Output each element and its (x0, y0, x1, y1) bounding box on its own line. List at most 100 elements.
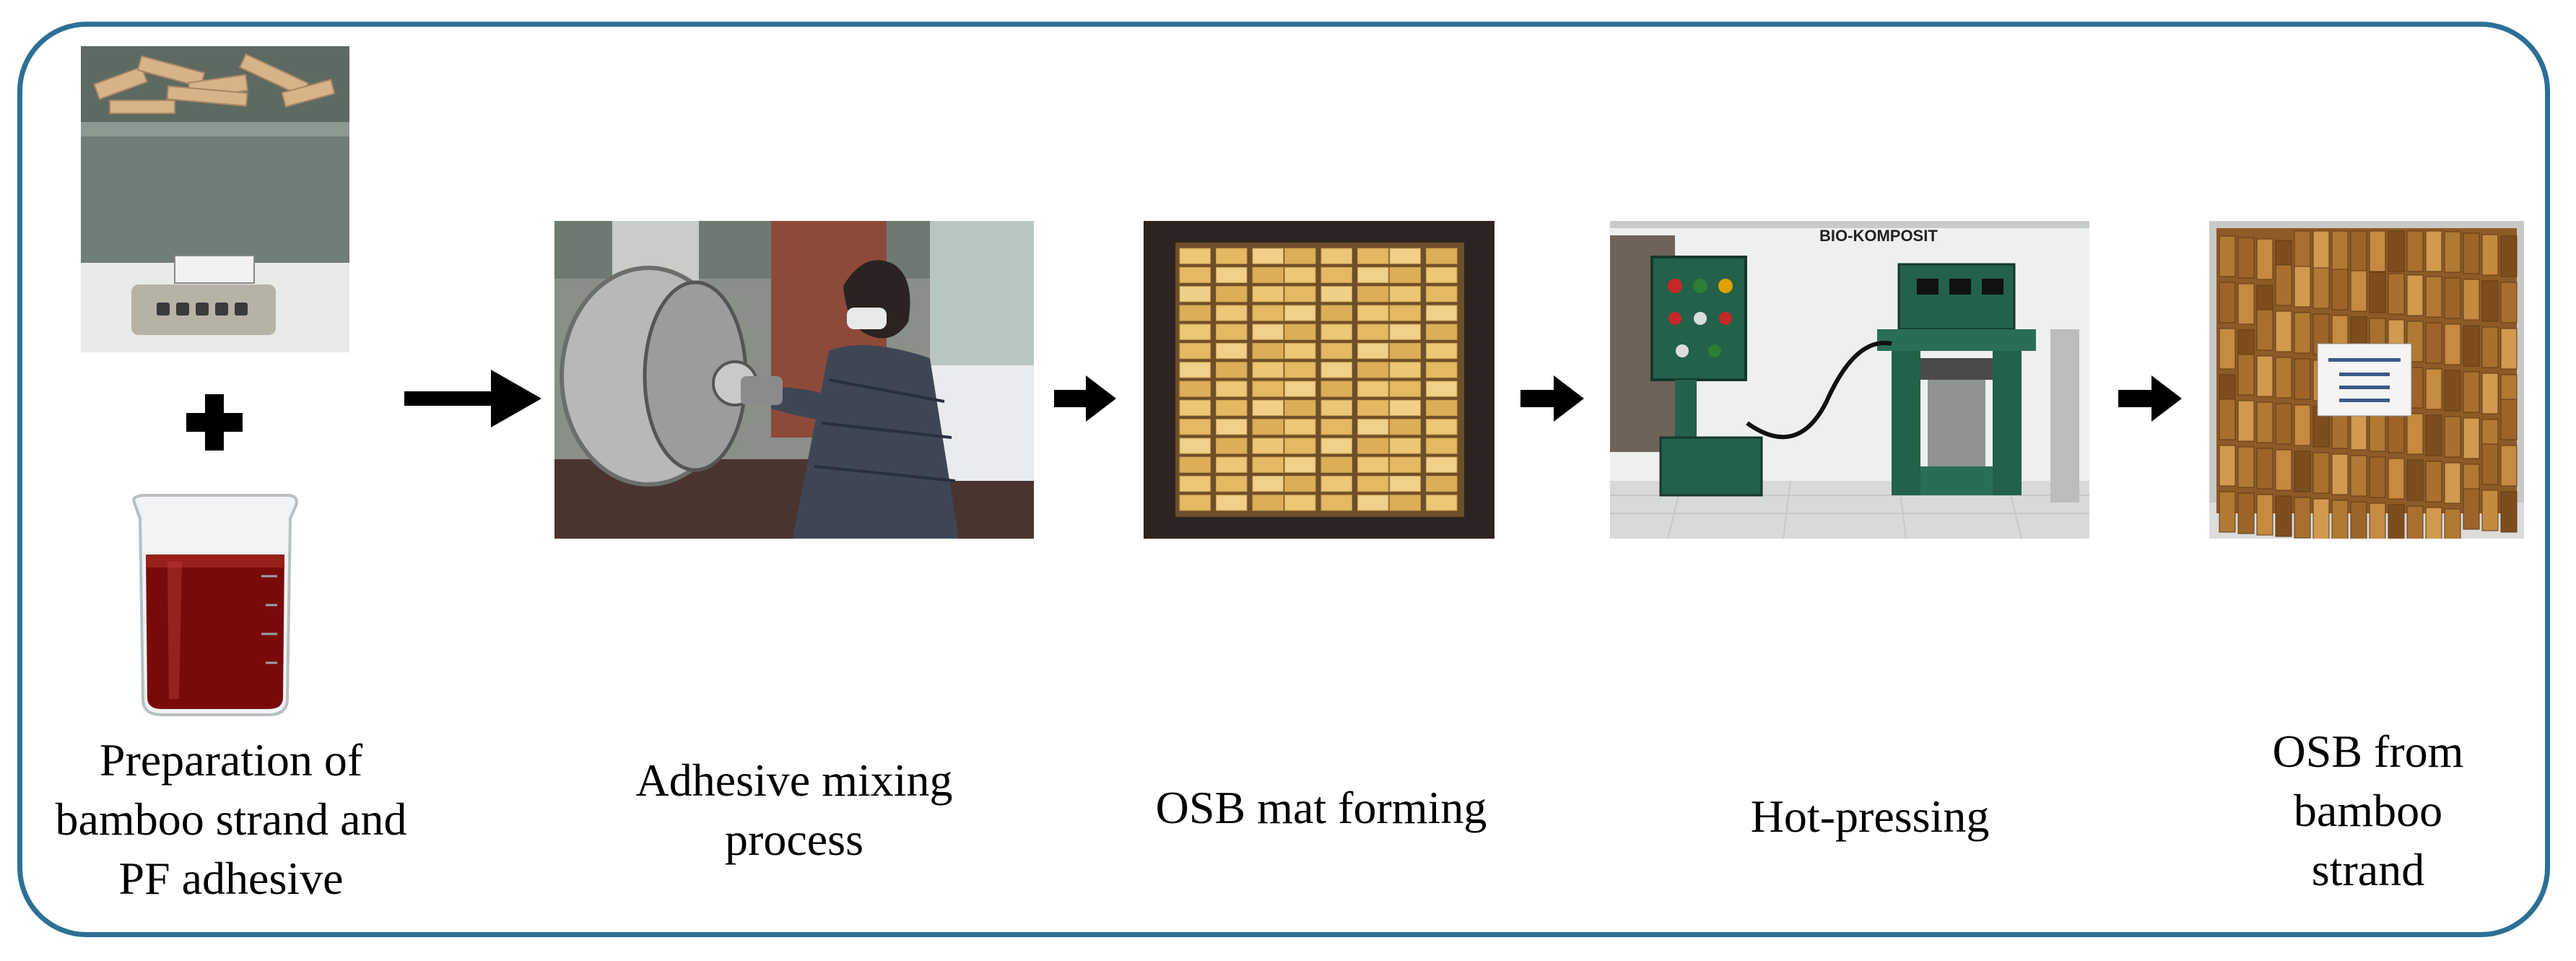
board-strand (2425, 230, 2442, 272)
board-strand (2237, 237, 2255, 279)
bamboo-strand (1284, 419, 1316, 435)
board-strand (2444, 370, 2461, 412)
bamboo-strand (1216, 438, 1248, 454)
bamboo-strand (1389, 475, 1421, 492)
board-strand (2369, 410, 2386, 452)
machine-sign-text: BIO-KOMPOSIT (1819, 227, 1938, 245)
board-strand (2256, 309, 2273, 351)
board-strand (2331, 500, 2349, 539)
bamboo-strand (1320, 495, 1352, 511)
board-strand (2500, 328, 2518, 370)
board-strand (2256, 494, 2273, 536)
bamboo-strand (1179, 456, 1211, 473)
bamboo-strand (1389, 456, 1421, 473)
bamboo-strand (1252, 438, 1284, 454)
board-strand (2369, 230, 2386, 272)
bamboo-strand (1320, 381, 1352, 397)
bamboo-strand (1284, 362, 1316, 378)
adhesive-mixing-photo (554, 221, 1034, 539)
board-strand (2237, 492, 2255, 534)
caption-line: Preparation of (99, 734, 363, 786)
board-strand (2369, 503, 2386, 539)
board-label-line (2328, 358, 2401, 362)
bamboo-strand (1252, 456, 1284, 473)
bamboo-strand (1216, 286, 1248, 303)
caption-line: Adhesive mixing (635, 755, 953, 806)
caption-line: PF adhesive (118, 853, 344, 904)
board-strand (2219, 282, 2236, 323)
bamboo-strand (1216, 419, 1248, 435)
board-strand (2481, 326, 2499, 368)
board-strand (2219, 491, 2236, 533)
board-strand (2481, 443, 2499, 485)
bamboo-strand (1320, 248, 1352, 264)
bamboo-strand (1252, 495, 1284, 511)
board-strand (2463, 371, 2480, 413)
board-strand (2331, 453, 2349, 495)
bamboo-strand (1216, 342, 1248, 360)
board-strand (2388, 458, 2405, 500)
bamboo-strand (1426, 248, 1458, 264)
caption-line: OSB from (2272, 726, 2464, 777)
bamboo-strand (1252, 362, 1284, 378)
osb-mat-photo (1144, 221, 1494, 539)
bamboo-strand (1357, 305, 1389, 321)
bamboo-strand (1426, 475, 1458, 492)
bamboo-strand (1320, 438, 1352, 454)
board-strand (2425, 461, 2442, 503)
bamboo-strand (1389, 438, 1421, 454)
bamboo-strand (1389, 495, 1421, 511)
bamboo-strand (1179, 323, 1211, 340)
board-strand (2500, 235, 2518, 277)
step-caption-adhesive-mixing: Adhesive mixing process (570, 751, 1018, 869)
bamboo-strand (1320, 305, 1352, 321)
bamboo-strand (1389, 419, 1421, 435)
board-strand (2369, 271, 2386, 313)
bamboo-strand (1320, 419, 1352, 435)
bamboo-strand (1252, 399, 1284, 417)
bamboo-strand (1179, 266, 1211, 284)
bamboo-strand (1252, 248, 1284, 264)
arrow-right-icon (1054, 375, 1116, 422)
board-label-line (2339, 399, 2390, 402)
board-strand (2500, 445, 2518, 487)
bamboo-strand (1320, 475, 1352, 492)
bamboo-strand (1252, 323, 1284, 340)
bamboo-strand (1426, 305, 1458, 321)
bamboo-strand (1389, 305, 1421, 321)
bamboo-strand (1179, 305, 1211, 321)
process-frame (17, 22, 2550, 937)
board-strand (2237, 354, 2255, 396)
board-strand (2481, 280, 2499, 322)
bamboo-strand (1252, 419, 1284, 435)
board-strand (2294, 451, 2311, 492)
board-strand (2444, 323, 2461, 365)
step-caption-osb-result: OSB from bamboo strand (2166, 722, 2570, 900)
caption-line: bamboo (2293, 785, 2443, 836)
board-strand (2500, 399, 2518, 440)
bamboo-strand (1216, 495, 1248, 511)
board-strand (2481, 490, 2499, 531)
board-label-line (2339, 373, 2390, 376)
board-strand (2463, 325, 2480, 367)
arrow-right-icon (404, 370, 541, 427)
bamboo-strand (1284, 266, 1316, 284)
hot-press-photo: BIO-KOMPOSIT (1610, 221, 2089, 539)
bamboo-strand (1389, 266, 1421, 284)
board-strand (2406, 505, 2424, 539)
bamboo-strand (1179, 286, 1211, 303)
bamboo-strand (1252, 286, 1284, 303)
bamboo-strand (1357, 475, 1389, 492)
board-strand (2237, 446, 2255, 488)
board-strand (2219, 235, 2236, 277)
board-strand (2219, 445, 2236, 487)
board-strand (2256, 401, 2273, 443)
bamboo-strand (1389, 399, 1421, 417)
bamboo-strand (1357, 362, 1389, 378)
bamboo-strand (1357, 381, 1389, 397)
bamboo-strand (1320, 342, 1352, 360)
board-strand (2388, 504, 2405, 539)
board-strand (2294, 230, 2311, 272)
board-strand (2444, 277, 2461, 319)
bamboo-strand-scale-photo (81, 46, 349, 352)
